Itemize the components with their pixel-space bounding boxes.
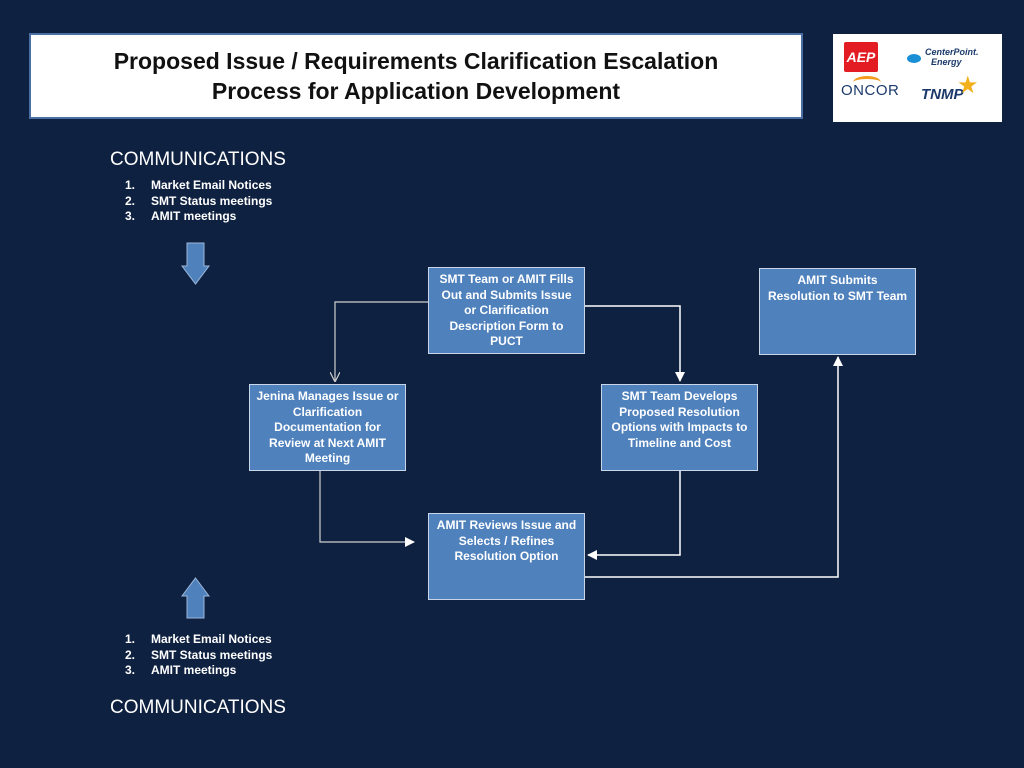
communications-heading-top: COMMUNICATIONS <box>110 149 286 170</box>
connector-submit-to-smt <box>585 305 685 382</box>
connector-jenina-to-review <box>319 471 415 547</box>
node-submit-form: SMT Team or AMIT Fills Out and Submits I… <box>428 267 585 354</box>
list-item: 1.Market Email Notices <box>125 178 272 192</box>
connector-smt-to-review <box>587 471 681 560</box>
list-item: 3.AMIT meetings <box>125 209 237 223</box>
node-amit-reviews: AMIT Reviews Issue and Selects / Refines… <box>428 513 585 600</box>
centerpoint-logo-line2: Energy <box>931 57 962 67</box>
oncor-logo-arc <box>853 76 881 89</box>
communications-list-bottom: 1.Market Email Notices 2.SMT Status meet… <box>125 632 272 679</box>
oncor-logo: ONCOR <box>841 82 900 99</box>
down-arrow-icon <box>181 242 210 285</box>
communications-heading-bottom: COMMUNICATIONS <box>110 697 286 718</box>
node-amit-submits-resolution: AMIT Submits Resolution to SMT Team <box>759 268 916 355</box>
aep-logo: AEP <box>844 42 878 72</box>
centerpoint-logo: CenterPoint. Energy <box>925 47 979 67</box>
centerpoint-logo-line1: CenterPoint. <box>925 47 979 57</box>
node-smt-develops: SMT Team Develops Proposed Resolution Op… <box>601 384 758 471</box>
title-line-1: Proposed Issue / Requirements Clarificat… <box>113 48 719 74</box>
communications-list-top: 1.Market Email Notices 2.SMT Status meet… <box>125 178 272 225</box>
connector-submit-to-jenina <box>335 301 428 381</box>
connector-review-to-submits <box>585 356 843 578</box>
list-item: 2.SMT Status meetings <box>125 647 273 662</box>
title-line-2: Process for Application Development <box>211 78 621 104</box>
title-box: Proposed Issue / Requirements Clarificat… <box>29 33 803 119</box>
list-item: 1.Market Email Notices <box>125 632 272 646</box>
centerpoint-logo-mark <box>907 54 921 63</box>
node-jenina-manages: Jenina Manages Issue or Clarification Do… <box>249 384 406 471</box>
list-item: 3.AMIT meetings <box>125 663 237 677</box>
tnmp-logo: TNMP <box>921 86 964 103</box>
star-icon: ★ <box>957 72 979 99</box>
up-arrow-icon <box>181 577 210 619</box>
list-item: 2.SMT Status meetings <box>125 193 273 208</box>
logo-panel: AEP CenterPoint. Energy ONCOR TNMP ★ <box>833 34 1002 122</box>
